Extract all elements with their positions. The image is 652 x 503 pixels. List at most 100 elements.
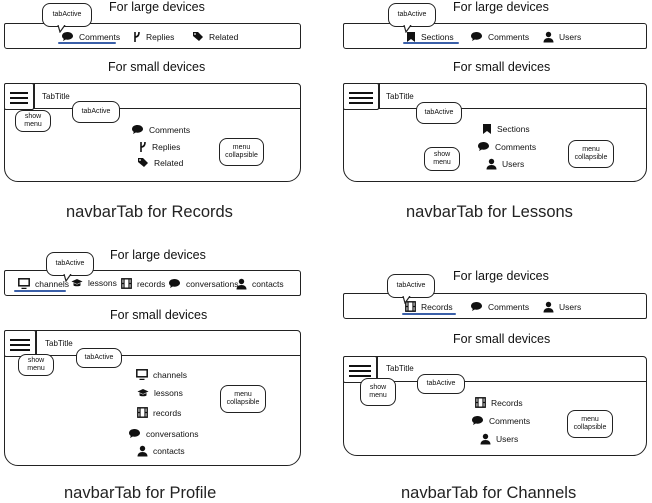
menu-item-label: Comments: [489, 415, 531, 426]
menu-item-related-records[interactable]: Related: [137, 157, 183, 168]
menu-item-label: Users: [502, 159, 525, 169]
callout-text: tabActive: [426, 379, 456, 387]
tab-label: conversations: [186, 278, 239, 289]
menu-item-conversations-profile[interactable]: conversations: [128, 428, 198, 439]
graduation-cap-icon: [137, 389, 149, 397]
menu-item-label: lessons: [154, 388, 183, 398]
menu-item-label: channels: [153, 369, 188, 380]
tab-contacts-profile[interactable]: contacts: [236, 278, 284, 290]
menu-collapsible-callout: menu collapsible: [220, 385, 266, 413]
caption-lessons: navbarTab for Lessons: [406, 203, 573, 221]
divider: [36, 330, 38, 356]
monitor-icon: [136, 369, 148, 380]
tab-label: Comments: [488, 301, 530, 312]
heading-large-lessons: For large devices: [453, 0, 549, 14]
callout-tail: [402, 296, 411, 304]
callout-tail: [403, 25, 412, 33]
tab-title: TabTitle: [42, 92, 70, 101]
tab-label: Users: [559, 302, 582, 312]
tab-records-profile[interactable]: records: [121, 278, 165, 289]
active-underline: [58, 42, 116, 44]
show-menu-callout: show menu: [424, 147, 460, 171]
hamburger-menu-button[interactable]: [343, 83, 379, 110]
heading-small-lessons: For small devices: [453, 60, 551, 74]
divider: [4, 108, 301, 110]
callout-text: tabActive: [81, 107, 111, 115]
user-icon: [480, 433, 491, 445]
tab-label: contacts: [252, 279, 284, 289]
menu-item-users-lessons[interactable]: Users: [486, 158, 524, 170]
tab-label: Related: [209, 31, 239, 42]
menu-item-channels-profile[interactable]: channels: [136, 369, 187, 380]
fork-icon: [140, 141, 146, 152]
tab-sections-lessons[interactable]: Sections: [406, 31, 454, 43]
comment-icon: [471, 32, 482, 41]
tab-conversations-profile[interactable]: conversations: [168, 278, 238, 289]
menu-item-comments-channels[interactable]: Comments: [471, 415, 530, 426]
menu-collapsible-callout: menu collapsible: [219, 138, 264, 166]
tab-label: channels: [35, 278, 70, 289]
navbar-large-records: [4, 23, 301, 49]
comment-icon: [62, 32, 73, 41]
menu-item-label: Sections: [497, 124, 530, 134]
tab-label: Comments: [488, 31, 530, 42]
menu-item-records-profile[interactable]: records: [137, 407, 181, 418]
navbar-large-lessons: [343, 23, 647, 49]
caption-channels: navbarTab for Channels: [401, 484, 577, 502]
hamburger-menu-button[interactable]: [4, 330, 36, 357]
tab-users-lessons[interactable]: Users: [543, 31, 581, 43]
callout-text: menu collapsible: [573, 415, 607, 432]
tab-comments-records[interactable]: Comments: [61, 31, 120, 42]
menu-item-replies-records[interactable]: Replies: [139, 141, 180, 153]
menu-item-label: contacts: [153, 446, 185, 456]
active-underline: [402, 313, 456, 315]
menu-item-records-channels[interactable]: Records: [475, 397, 523, 408]
tab-active-callout: tabActive: [388, 3, 436, 33]
tab-users-channels[interactable]: Users: [543, 301, 581, 313]
callout-text: show menu: [24, 112, 42, 129]
menu-item-contacts-profile[interactable]: contacts: [137, 445, 185, 457]
tab-label: Records: [421, 301, 453, 312]
tab-title: TabTitle: [386, 364, 414, 373]
tab-lessons-profile[interactable]: lessons: [71, 278, 117, 288]
menu-item-label: conversations: [146, 428, 199, 439]
menu-item-comments-records[interactable]: Comments: [131, 124, 190, 135]
navbar-small-channels: [343, 356, 647, 456]
menu-item-lessons-profile[interactable]: lessons: [137, 388, 183, 398]
callout-text: tabActive: [397, 10, 427, 18]
tab-related-records[interactable]: Related: [192, 31, 238, 42]
active-underline: [14, 290, 66, 292]
hamburger-menu-button[interactable]: [4, 83, 34, 110]
menu-collapsible-callout: menu collapsible: [568, 140, 614, 168]
callout-text: tabActive: [55, 259, 85, 267]
tab-comments-channels[interactable]: Comments: [470, 301, 529, 312]
comment-icon: [129, 429, 140, 438]
tab-replies-records[interactable]: Replies: [133, 31, 174, 43]
divider: [4, 355, 301, 357]
menu-item-users-channels[interactable]: Users: [480, 433, 518, 445]
tab-channels-profile[interactable]: channels: [18, 278, 69, 289]
menu-item-label: Replies: [152, 142, 181, 152]
tab-active-callout: tabActive: [387, 274, 435, 304]
heading-small-profile: For small devices: [110, 308, 208, 322]
menu-item-comments-lessons[interactable]: Comments: [477, 141, 536, 152]
tab-comments-lessons[interactable]: Comments: [470, 31, 529, 42]
user-icon: [137, 445, 148, 457]
menu-item-label: Users: [496, 434, 519, 444]
menu-collapsible-callout: menu collapsible: [567, 410, 613, 438]
tab-label: Users: [559, 32, 582, 42]
callout-text: menu collapsible: [574, 145, 608, 162]
divider: [343, 381, 647, 383]
menu-item-sections-lessons[interactable]: Sections: [482, 123, 530, 135]
user-icon: [543, 31, 554, 43]
caption-profile: navbarTab for Profile: [64, 484, 217, 502]
film-icon: [121, 278, 132, 289]
callout-tail: [63, 274, 72, 282]
callout-text: menu collapsible: [226, 390, 260, 407]
menu-item-label: Comments: [149, 124, 191, 135]
tab-active-callout: tabActive: [46, 252, 94, 282]
fork-icon: [134, 31, 140, 42]
divider: [379, 83, 381, 109]
monitor-icon: [18, 278, 30, 289]
tab-records-channels[interactable]: Records: [405, 301, 453, 312]
